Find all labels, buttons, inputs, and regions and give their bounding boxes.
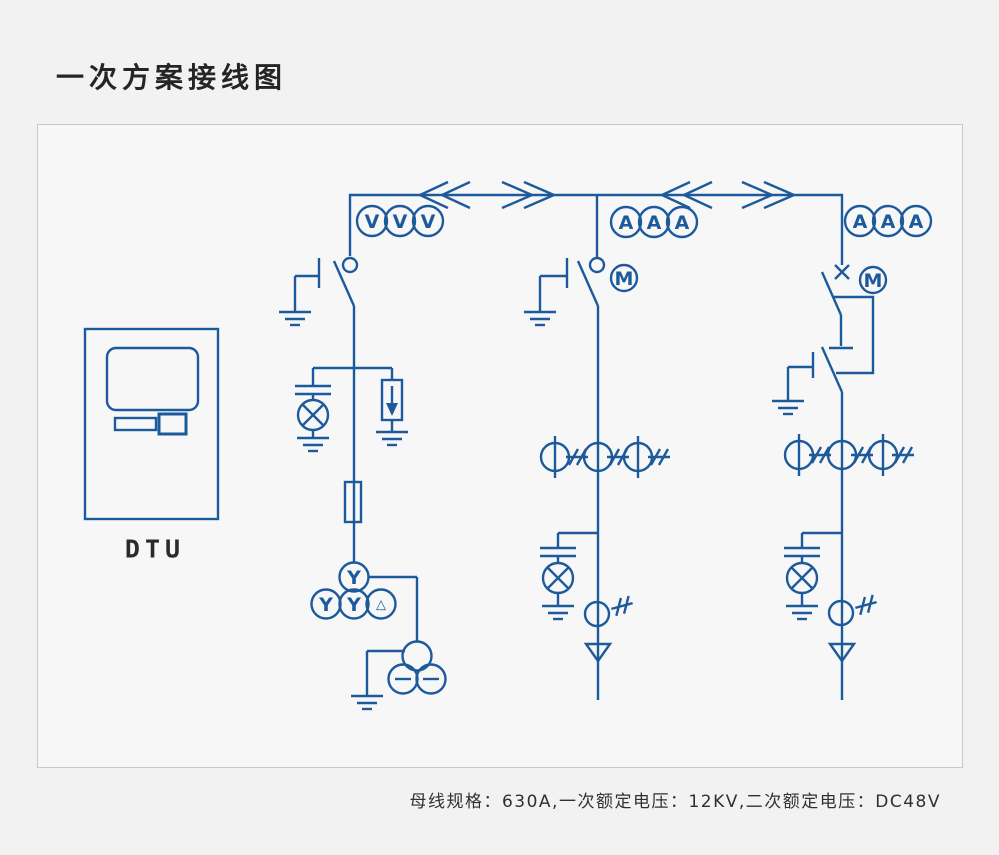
connector-arrow-right-icon (741, 180, 776, 210)
ammeter-label: A (853, 211, 868, 233)
dtu-slot-icon (113, 416, 158, 432)
switch-contact-icon (341, 256, 359, 274)
ground-icon (295, 436, 331, 453)
ammeter-label: A (619, 212, 634, 234)
ammeter-label: A (909, 211, 924, 233)
zero-sequence-ct-icon (827, 599, 855, 627)
wye-winding-label: Y (346, 594, 361, 616)
motor-label: M (864, 270, 883, 292)
ammeter-icon (899, 204, 933, 238)
motor-operator-icon (858, 265, 888, 295)
bay2-feeder: M (522, 256, 672, 700)
outgoing-feeder-arrow-icon (583, 642, 613, 664)
switch-contact-icon (588, 256, 606, 274)
ammeter-group-right: A A A (843, 204, 933, 238)
ammeter-icon (843, 204, 877, 238)
indicator-lamp-icon (785, 561, 819, 595)
connector-arrow-left-icon (439, 180, 471, 210)
breaker-blade-icon (820, 271, 843, 316)
bay3-feeder: M (770, 264, 916, 700)
connector-arrow-left-icon (659, 180, 691, 210)
dtu-label: DTU (125, 535, 185, 564)
ground-icon (540, 604, 576, 621)
bay1-pt-feeder: Y Y Y △ (277, 256, 447, 711)
ct-secondary-icon (852, 593, 880, 617)
breaker-contact-x-icon (834, 264, 850, 280)
pt-winding-icon (338, 588, 370, 620)
arrester-arrow-icon (386, 403, 398, 416)
current-transformer-icon (783, 432, 815, 478)
wye-winding-label: Y (318, 594, 333, 616)
ammeter-icon (871, 204, 905, 238)
dtu-screen-icon (105, 346, 200, 412)
voltmeter-icon (383, 204, 417, 238)
ground-icon (770, 399, 806, 416)
ground-icon (784, 604, 820, 621)
ammeter-label: A (647, 212, 662, 234)
pt-winding-icon (365, 588, 397, 620)
voltmeter-icon (355, 204, 389, 238)
fuse-icon (343, 480, 363, 524)
indicator-lamp-icon (541, 561, 575, 595)
capacitor-icon (293, 384, 333, 396)
dtu-box (83, 327, 220, 521)
disconnector-blade-icon (576, 260, 600, 307)
operator-linkage-line (833, 295, 875, 375)
connector-arrow-left-icon (681, 180, 713, 210)
voltmeter-label: V (421, 211, 436, 233)
page-title: 一次方案接线图 (56, 61, 288, 94)
dtu-port-icon (157, 412, 188, 436)
connector-arrow-right-icon (501, 180, 536, 210)
current-transformer-icon (539, 434, 571, 480)
spec-note: 母线规格：630A,一次额定电压：12KV,二次额定电压：DC48V (409, 792, 941, 812)
ground-icon (349, 694, 385, 711)
ct-secondary-icon (608, 594, 636, 618)
disconnector-blade-icon (332, 260, 356, 307)
connector-arrow-right-icon (763, 180, 798, 210)
busbar (348, 180, 844, 265)
ground-icon (277, 310, 313, 327)
ammeter-icon (637, 205, 671, 239)
indicator-lamp-icon (296, 398, 330, 432)
voltmeter-icon (411, 204, 445, 238)
ammeter-icon (665, 205, 699, 239)
capacitor-icon (538, 546, 578, 558)
dtu-cabinet: DTU (83, 327, 220, 564)
zero-sequence-ct-icon (583, 600, 611, 628)
ammeter-label: A (881, 211, 896, 233)
ground-icon (374, 430, 410, 447)
voltmeter-group: V V V (355, 204, 445, 238)
supply-winding-icon (401, 640, 433, 672)
ammeter-icon (609, 205, 643, 239)
connector-arrow-right-icon (523, 180, 558, 210)
voltmeter-label: V (365, 211, 380, 233)
delta-winding-label: △ (376, 598, 386, 613)
ground-icon (522, 310, 558, 327)
outgoing-feeder-arrow-icon (827, 642, 857, 664)
battery-cell-icon (415, 663, 447, 695)
connector-arrow-left-icon (417, 180, 449, 210)
wye-winding-label: Y (346, 567, 361, 589)
motor-operator-icon (609, 263, 639, 293)
disconnector-blade-icon (820, 346, 844, 393)
voltmeter-label: V (393, 211, 408, 233)
motor-label: M (615, 268, 634, 290)
ammeter-label: A (675, 212, 690, 234)
ammeter-group-middle: A A A (609, 205, 699, 239)
capacitor-icon (782, 546, 822, 558)
